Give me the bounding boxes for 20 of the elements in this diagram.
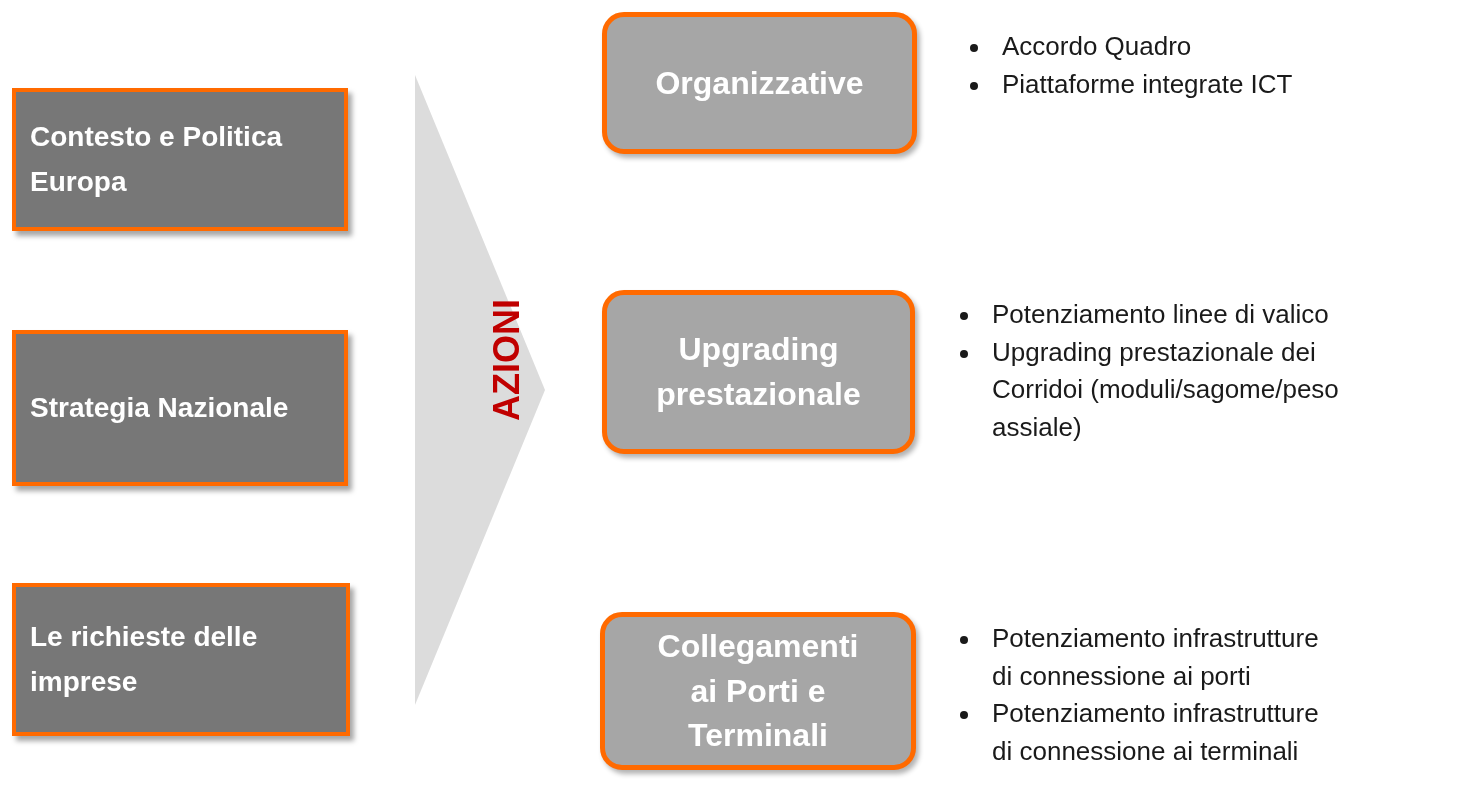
context-box [12, 330, 348, 486]
action-box [602, 12, 917, 154]
bullet-text: Accordo Quadro [1002, 31, 1192, 61]
vertical-heading: AZIONI [486, 299, 528, 421]
action-box [600, 612, 916, 770]
context-box [12, 583, 350, 736]
context-box [12, 88, 348, 231]
bullet-text: Upgrading prestazionale dei Corridoi (moduli/sagome/peso assiale) [992, 336, 1339, 443]
box-label: Strategia Nazionale [30, 391, 289, 423]
bullet-text: Potenziamento linee di valico [992, 299, 1329, 329]
box-label: Contesto e Politica Europa [30, 120, 283, 197]
bullet-text: Potenziamento infrastrutture di connessione ai porti [992, 623, 1319, 691]
box-label: Organizzative [655, 64, 864, 101]
bullet-text: Piattaforme integrate ICT [1002, 68, 1293, 99]
box-label: Upgrading prestazionale [656, 331, 861, 412]
bullet-text: Potenziamento infrastrutture di connessione ai terminali [992, 698, 1319, 767]
box-label: Le richieste delle imprese [30, 620, 258, 697]
action-box [602, 290, 915, 454]
box-label: Collegamenti ai Porti e Terminali [657, 627, 859, 754]
chevron-shape [415, 75, 545, 705]
